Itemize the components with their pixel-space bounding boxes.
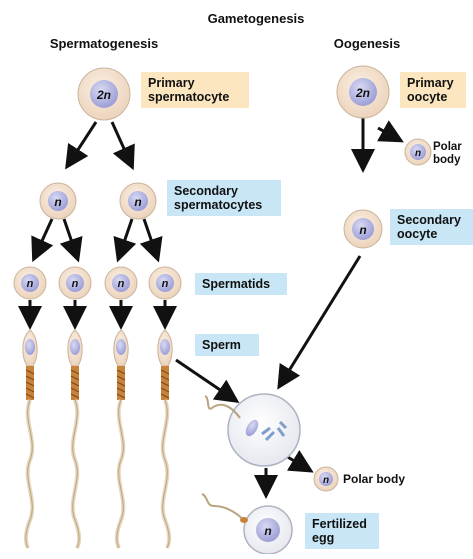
cell-ploidy: n xyxy=(72,278,79,290)
label-line: oocyte xyxy=(397,227,469,241)
secondary-spermatocyte-cell: n xyxy=(40,183,76,219)
primary-oocyte-label: Primary oocyte xyxy=(400,72,466,108)
label-line: oocyte xyxy=(407,90,459,104)
oogenesis-heading: Oogenesis xyxy=(334,36,400,51)
label-line: egg xyxy=(312,531,372,545)
primary-oocyte-ploidy: 2n xyxy=(355,86,370,100)
cell-ploidy: n xyxy=(118,278,125,290)
spermatid-cell: n xyxy=(149,267,181,299)
cell-ploidy: n xyxy=(415,148,421,159)
cell-ploidy: n xyxy=(54,195,61,209)
spermatid-cell: n xyxy=(59,267,91,299)
sperm-cell xyxy=(23,330,37,548)
primary-spermatocyte-ploidy: 2n xyxy=(96,88,111,102)
spermatids-label: Spermatids xyxy=(195,273,287,295)
fertilizing-egg xyxy=(205,394,300,466)
primary-oocyte-cell: 2n xyxy=(337,66,389,118)
label-line: Primary xyxy=(407,76,459,90)
label-line: Primary xyxy=(148,76,242,90)
cell-ploidy: n xyxy=(359,223,366,237)
spermatogenesis-arrows xyxy=(30,122,232,398)
label-line: Sperm xyxy=(202,338,252,352)
secondary-spermatocyte-cell: n xyxy=(120,183,156,219)
spermatogenesis-heading: Spermatogenesis xyxy=(50,36,158,51)
cell-ploidy: n xyxy=(162,278,169,290)
fertilized-egg-label: Fertilized egg xyxy=(305,513,379,549)
sperm-label: Sperm xyxy=(195,334,259,356)
diagram-title: Gametogenesis xyxy=(208,11,305,26)
cell-ploidy: n xyxy=(264,524,271,538)
polar-body-cell: n xyxy=(405,139,431,165)
label-line: body xyxy=(433,154,462,167)
label-line: spermatocytes xyxy=(174,198,274,212)
sperm-cell xyxy=(68,330,82,548)
label-line: Fertilized xyxy=(312,517,372,531)
spermatid-cell: n xyxy=(14,267,46,299)
label-line: Spermatids xyxy=(202,277,280,291)
label-line: Secondary xyxy=(174,184,274,198)
cell-ploidy: n xyxy=(323,475,329,486)
label-line: Polar xyxy=(433,141,462,154)
primary-spermatocyte-label: Primary spermatocyte xyxy=(141,72,249,108)
secondary-spermatocytes-label: Secondary spermatocytes xyxy=(167,180,281,216)
secondary-oocyte-cell: n xyxy=(344,210,382,248)
polar-body-bottom-label: Polar body xyxy=(343,472,405,486)
fertilized-egg-cell: n xyxy=(202,494,292,554)
sperm-cell xyxy=(114,330,128,548)
polar-body-cell: n xyxy=(314,467,338,491)
label-line: spermatocyte xyxy=(148,90,242,104)
cell-ploidy: n xyxy=(27,278,34,290)
cell-ploidy: n xyxy=(134,195,141,209)
spermatid-cell: n xyxy=(105,267,137,299)
primary-spermatocyte-cell: 2n xyxy=(78,68,130,120)
label-line: Secondary xyxy=(397,213,469,227)
sperm-cell xyxy=(158,330,172,548)
secondary-oocyte-label: Secondary oocyte xyxy=(390,209,473,245)
polar-body-top-label: Polar body xyxy=(433,141,462,167)
